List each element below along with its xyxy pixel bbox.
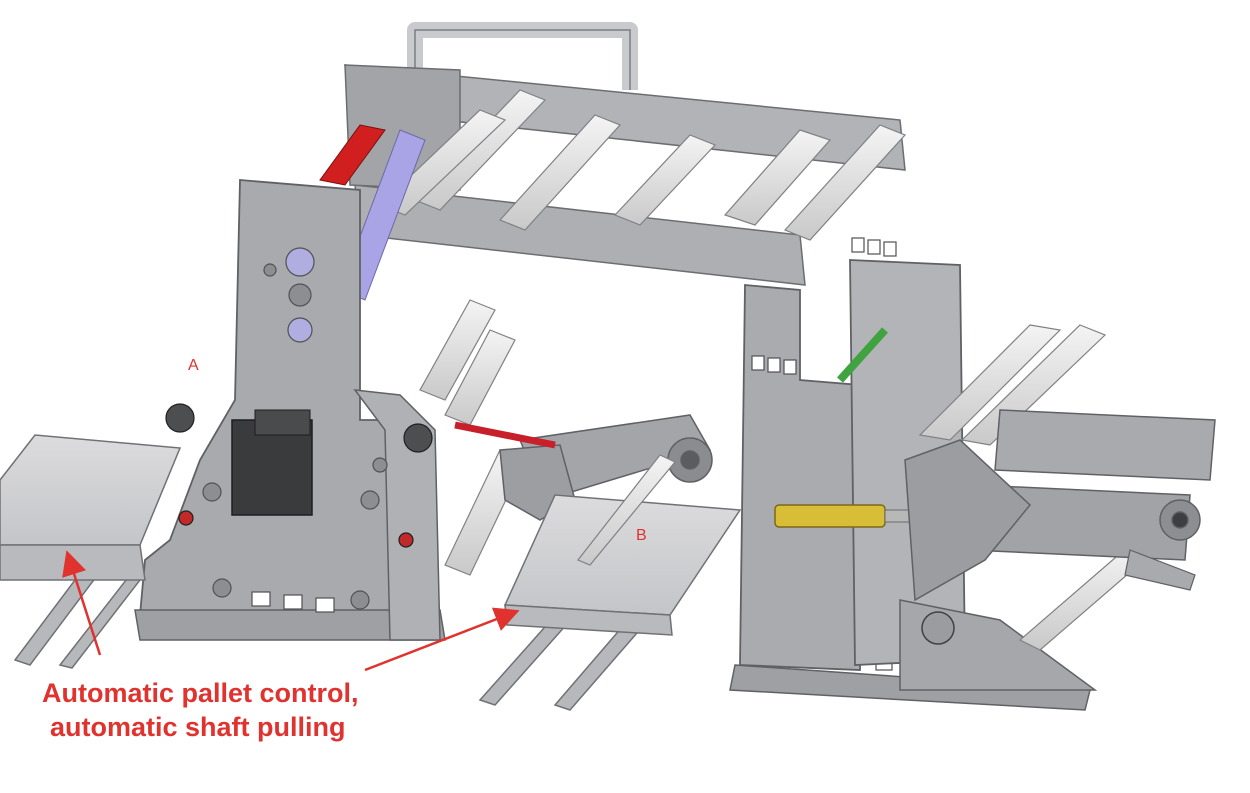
center-pallet: [503, 494, 742, 636]
red-roller: [319, 124, 386, 186]
red-cylinder: [454, 421, 556, 449]
label-a: A: [188, 357, 199, 374]
caption-line-1: Automatic pallet control,: [42, 678, 359, 708]
side-knobs: [165, 403, 433, 548]
right-floor-plate: [1124, 549, 1196, 591]
green-rod: [837, 327, 888, 383]
right-column: [739, 284, 861, 671]
right-arms: [904, 409, 1216, 602]
top-rollers: [378, 89, 907, 241]
top-frame: [344, 64, 906, 286]
right-column-windows: [751, 237, 897, 375]
left-pallet: [0, 434, 182, 581]
label-b: B: [636, 527, 647, 544]
motor-block: [231, 419, 313, 516]
annotation-arrows: [62, 550, 520, 672]
gear: [921, 611, 955, 645]
yellow-cylinder: [774, 504, 911, 528]
pulled-shaft: [577, 454, 676, 566]
floor-rails: [13, 559, 652, 711]
left-plate-holes: [202, 247, 388, 610]
caption: Automatic pallet control, automatic shaf…: [42, 676, 359, 744]
caption-line-2: automatic shaft pulling: [50, 712, 346, 742]
